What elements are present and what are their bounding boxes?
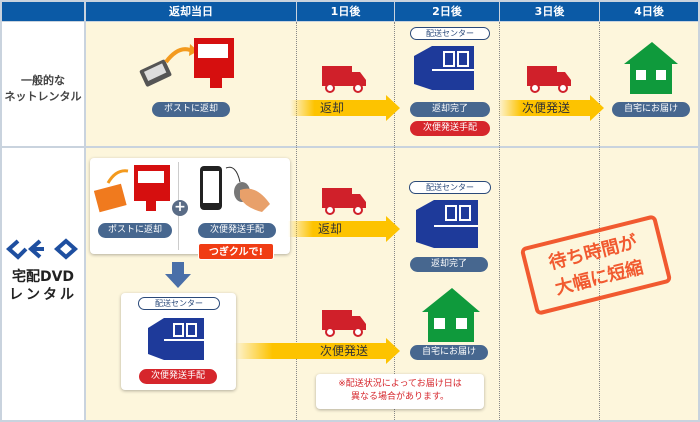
truck-icon [322, 66, 366, 93]
geo-return-arrow: 返却 [288, 216, 400, 242]
general-home: 自宅にお届け [612, 102, 690, 117]
row-label-general: 一般的な ネットレンタル [2, 22, 84, 146]
header-day4: 4日後 [600, 2, 698, 21]
geo-home: 自宅にお届け [410, 345, 488, 360]
divider [599, 22, 600, 420]
header-corner [2, 2, 84, 21]
general-label-1: 一般的な [21, 74, 65, 87]
general-row [86, 22, 698, 146]
header-day3: 3日後 [500, 2, 599, 21]
general-label-2: ネットレンタル [4, 90, 82, 103]
note-line-1: ※配送状況によってお届け日は [338, 379, 462, 389]
geo-next-arrow: 次便発送 [234, 338, 400, 364]
truck-icon [527, 66, 571, 93]
house-icon [624, 42, 678, 94]
general-next-arrange: 次便発送手配 [410, 121, 490, 136]
general-return-arrow: 返却 [290, 95, 400, 121]
general-next-arrow: 次便発送 [498, 95, 604, 121]
general-center-label: 配送センター [410, 27, 490, 40]
geo-next-arrange-label: 次便発送手配 [198, 223, 276, 238]
truck-icon [322, 310, 366, 337]
down-arrow-icon [165, 262, 191, 288]
geo-label-2: レンタル [9, 287, 77, 303]
disc-to-post-icon [139, 38, 234, 88]
tsugikuru-callout: つぎクルで! [198, 243, 274, 260]
envelope-to-post-icon [94, 165, 170, 213]
geo-center-arrange: 次便発送手配 [139, 369, 217, 384]
building-icon [148, 318, 204, 360]
geo-label-1: 宅配DVD [11, 269, 75, 285]
header-day2: 2日後 [395, 2, 499, 21]
geo-logo [6, 238, 79, 260]
plus-icon: + [172, 200, 188, 216]
phone-mouse-icon [200, 166, 270, 212]
house-icon [422, 288, 480, 342]
general-return-done: 返却完了 [410, 102, 490, 117]
header-day1: 1日後 [297, 2, 394, 21]
geo-return-center-label: 配送センター [409, 181, 491, 194]
row-label-geo: 宅配DVD レンタル [2, 148, 84, 420]
geo-return-done: 返却完了 [410, 257, 488, 272]
divider [499, 22, 500, 420]
geo-center-label: 配送センター [138, 297, 220, 310]
note-line-2: 異なる場合があります。 [350, 392, 450, 402]
building-icon [416, 200, 478, 248]
truck-icon [322, 188, 366, 215]
building-icon [414, 46, 474, 90]
header-day0: 返却当日 [86, 2, 296, 21]
general-post-return-label: ポストに返却 [152, 102, 230, 117]
delivery-note: ※配送状況によってお届け日は 異なる場合があります。 [316, 374, 484, 409]
geo-post-return-label: ポストに返却 [98, 223, 172, 238]
